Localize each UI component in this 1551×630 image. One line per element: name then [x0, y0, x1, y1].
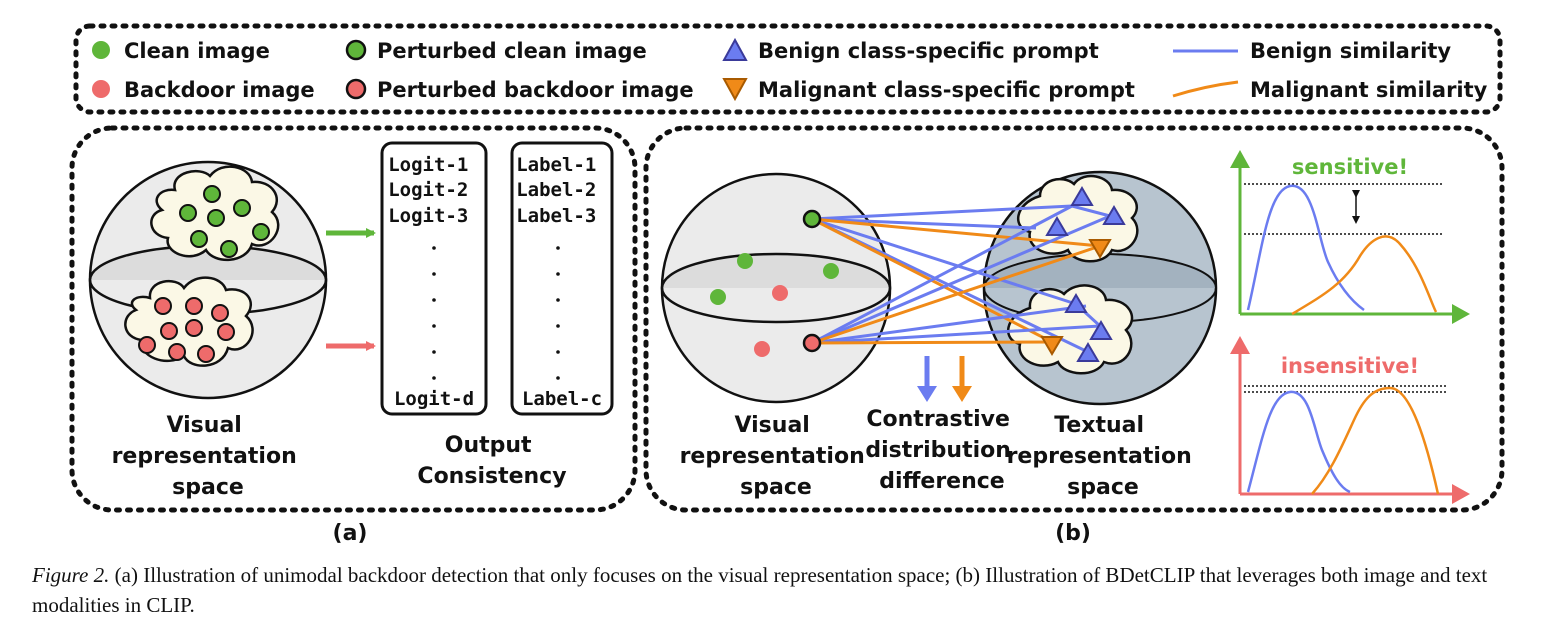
panel-b-border	[643, 125, 1505, 513]
malignant-prompt-icon	[722, 78, 748, 102]
lower-cloud	[1006, 284, 1134, 375]
legend-perturbed-clean-image: Perturbed clean image	[345, 39, 647, 63]
svg-text:Benign similarity: Benign similarity	[1250, 39, 1451, 63]
orange-arrow-head	[952, 386, 972, 402]
sensitive-x-arrowhead	[1452, 304, 1470, 324]
visual-points-b	[710, 253, 839, 357]
logit-3: Logit-3	[388, 205, 468, 227]
legend: Clean image Perturbed clean image Benign…	[73, 23, 1503, 115]
legend-malignant-similarity: Malignant similarity	[1172, 78, 1488, 102]
clean-image-icon	[92, 41, 110, 59]
backdoor-image-icon	[92, 80, 110, 98]
legend-perturbed-backdoor-image: Perturbed backdoor image	[345, 78, 694, 102]
sensitive-label: sensitive!	[1292, 155, 1408, 179]
insensitive-x-arrowhead	[1452, 484, 1470, 504]
malignant-similarity-icon	[1172, 80, 1239, 98]
prompt-triangles	[1040, 186, 1126, 362]
svg-text:Perturbed clean image: Perturbed clean image	[377, 39, 647, 63]
sensitive-y-arrowhead	[1230, 150, 1250, 168]
visual-space-label-b: Visual representation space	[680, 413, 873, 500]
legend-benign-similarity: Benign similarity	[1173, 39, 1451, 63]
perturbed-points-b	[802, 209, 822, 353]
panel-b-tag: (b)	[1055, 521, 1091, 546]
insensitive-malignant-curve	[1311, 386, 1440, 495]
label-ellipsis	[556, 246, 560, 380]
sensitive-benign-curve	[1246, 184, 1365, 312]
label-c: Label-c	[522, 388, 602, 410]
svg-text:Logit-1 Logit-2 Lo: Logit-1 Logit-2 Logit-3 Logit-d	[388, 154, 480, 410]
benign-prompt-icon	[722, 37, 748, 61]
label-1: Label-1	[516, 154, 596, 176]
legend-backdoor-image: Backdoor image	[92, 78, 315, 102]
output-consistency-label: Output Consistency	[417, 433, 566, 489]
perturbed-backdoor-image-icon	[345, 78, 367, 100]
sensitive-plot: sensitive!	[1230, 150, 1470, 324]
svg-text:Label-1 Label-2 La: Label-1 Label-2 Label-3 Label-c	[516, 154, 608, 410]
panel-b: Visual representation space Contrastive …	[643, 125, 1505, 546]
clean-points-a	[179, 185, 270, 258]
perturbed-clean-image-icon	[345, 39, 367, 61]
label-3: Label-3	[516, 205, 596, 227]
legend-clean-image: Clean image	[92, 39, 270, 63]
logit-2: Logit-2	[388, 179, 468, 201]
svg-text:Backdoor image: Backdoor image	[124, 78, 315, 102]
legend-benign-prompt: Benign class-specific prompt	[722, 37, 1099, 63]
contrastive-label: Contrastive distribution difference	[865, 407, 1018, 494]
panel-a-border	[69, 125, 638, 513]
logit-1: Logit-1	[388, 154, 468, 176]
backdoor-points-a	[138, 297, 235, 363]
svg-text:Malignant class-specific promp: Malignant class-specific prompt	[758, 78, 1135, 102]
sensitive-malignant-curve	[1291, 235, 1438, 316]
figure-caption: Figure 2. (a) Illustration of unimodal b…	[32, 560, 1542, 620]
legend-malignant-prompt: Malignant class-specific prompt	[722, 78, 1135, 102]
insensitive-label: insensitive!	[1281, 354, 1419, 378]
panel-a-tag: (a)	[333, 521, 368, 546]
caption-text: (a) Illustration of unimodal backdoor de…	[32, 563, 1488, 617]
figure-number: Figure 2.	[32, 563, 110, 587]
label-2: Label-2	[516, 179, 596, 201]
logit-d: Logit-d	[394, 388, 474, 410]
svg-text:Clean image: Clean image	[124, 39, 270, 63]
svg-text:Malignant similarity: Malignant similarity	[1250, 78, 1488, 102]
logit-ellipsis	[432, 246, 436, 380]
textual-space-label: Textual representation space	[1007, 413, 1200, 500]
blue-arrow-head	[917, 386, 937, 402]
legend-border	[73, 23, 1503, 115]
logit-box	[380, 141, 488, 416]
similarity-lines	[811, 204, 1111, 354]
panel-a: Visual representation space Logit-1 Logi…	[69, 125, 638, 546]
insensitive-benign-curve	[1246, 390, 1351, 494]
label-box	[510, 141, 614, 416]
insensitive-y-arrowhead	[1230, 336, 1250, 354]
insensitive-plot: insensitive!	[1230, 336, 1470, 504]
svg-text:Perturbed backdoor image: Perturbed backdoor image	[377, 78, 694, 102]
visual-space-label-a: Visual representation space	[112, 413, 305, 500]
svg-text:Benign class-specific prompt: Benign class-specific prompt	[758, 39, 1099, 63]
